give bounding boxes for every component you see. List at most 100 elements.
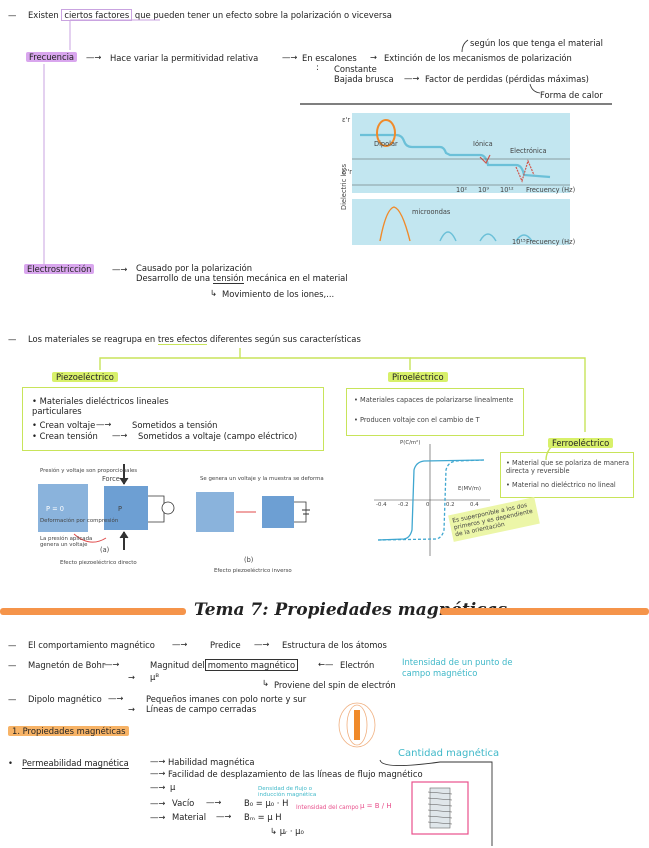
prop-header: 1. Propiedades magnéticas bbox=[8, 726, 130, 736]
text-movimiento: Movimiento de los iones,... bbox=[222, 289, 335, 299]
piezo-direct-caption: Efecto piezoeléctrico directo bbox=[60, 560, 137, 566]
line-efectos: Los materiales se reagrupa en tres efect… bbox=[28, 334, 361, 345]
arrow-escalones: —→ bbox=[282, 52, 298, 62]
connector-lines-3 bbox=[379, 759, 493, 846]
figure-hysteresis bbox=[374, 444, 490, 556]
arrow-factor: —→ bbox=[404, 73, 420, 83]
text-permitividad: Hace variar la permitividad relativa bbox=[110, 53, 259, 63]
fig1-label-freq-bottom: Frecuency (Hz) bbox=[526, 238, 576, 246]
text-desarrollo: Desarrollo de una bbox=[136, 273, 211, 283]
fig1-label-er-prime: ε'r bbox=[342, 116, 351, 124]
title-bar-right bbox=[440, 608, 649, 615]
piro-item-2: • Producen voltaje con el cambio de T bbox=[354, 416, 480, 424]
text-vacio: Vacío bbox=[172, 798, 195, 808]
line-desarrollo: Desarrollo de una tensión mecánica en el… bbox=[136, 273, 348, 284]
text-existen: Existen bbox=[28, 10, 59, 20]
electrostriccion-tag: Electrostricción bbox=[24, 264, 95, 274]
hyst-tick-4: 0.2 bbox=[446, 502, 455, 508]
hyst-tick-3: 0 bbox=[426, 502, 430, 508]
title-bar-left bbox=[0, 608, 186, 615]
arrow-predice: —→ bbox=[172, 639, 188, 649]
text-mecanica: mecánica en el material bbox=[246, 273, 348, 283]
connector-lines-2 bbox=[99, 348, 586, 460]
arrow-movimiento: ↳ bbox=[210, 288, 218, 298]
piezo-box bbox=[22, 387, 324, 451]
piro-item-1: • Materiales capaces de polarizarse line… bbox=[354, 396, 514, 404]
piezo-a-label: (a) bbox=[100, 546, 110, 554]
frecuencia-tag: Frecuencia bbox=[26, 52, 78, 62]
page-title: Tema 7: Propiedades magnéticas bbox=[194, 600, 508, 620]
piezo-mid-top-label: Se genera un voltaje y la muestra se def… bbox=[200, 476, 324, 482]
text-constante: Constante bbox=[334, 64, 377, 74]
figure-piezo-direct bbox=[38, 464, 175, 550]
figure-permittivity-frequency bbox=[352, 113, 570, 245]
text-reagrupa: Los materiales se reagrupa en bbox=[28, 334, 156, 344]
piezo-inverse-caption: Efecto piezoeléctrico inverso bbox=[214, 568, 292, 574]
boxed-ciertos-factores: ciertos factores bbox=[61, 9, 133, 21]
underlined-tension: tensión bbox=[212, 273, 244, 284]
arrow-sometidos-tension: —→ bbox=[96, 419, 112, 429]
text-magnitud: Magnitud del bbox=[150, 660, 205, 670]
piezo-p-label: P bbox=[118, 505, 122, 513]
text-proviene: Proviene del spin de electrón bbox=[274, 680, 396, 690]
text-electron: Electrón bbox=[340, 660, 375, 670]
arrow-estructura: —→ bbox=[254, 639, 270, 649]
arrow-frecuencia: —→ bbox=[86, 52, 102, 62]
text-material: Material bbox=[172, 812, 207, 822]
bullet-perm: • bbox=[8, 758, 13, 768]
fig1-tick-4: 10¹⁵ bbox=[512, 238, 526, 246]
text-b0: B₀ = μ₀ · H bbox=[244, 798, 289, 808]
text-diferentes: diferentes según sus características bbox=[209, 334, 361, 344]
text-extincion: Extinción de los mecanismos de polarizac… bbox=[384, 53, 572, 63]
fig1-label-loss: Dielectric loss bbox=[340, 163, 348, 210]
text-permeabilidad: Permeabilidad magnética bbox=[22, 758, 129, 769]
piezo-presion-label: La presión aplicada genera un voltaje bbox=[40, 536, 93, 548]
fig1-tick-2: 10⁹ bbox=[478, 186, 490, 194]
text-intensidad: Intensidad de un punto de campo magnétic… bbox=[402, 657, 513, 678]
piezo-item-3: • Crean tensión bbox=[32, 431, 98, 441]
fig1-tick-1: 10² bbox=[456, 186, 468, 194]
piezo-p0-label: P = 0 bbox=[46, 505, 64, 513]
fig1-label-er-second: ε''r bbox=[342, 168, 352, 176]
fig1-label-ionica: Iónica bbox=[473, 140, 493, 148]
dash-3: — bbox=[8, 640, 17, 650]
arrow-sometidos-voltaje: —→ bbox=[112, 430, 128, 440]
arrow-b0: —→ bbox=[206, 797, 222, 807]
hyst-tick-1: -0.4 bbox=[376, 502, 387, 508]
dash-1: — bbox=[8, 10, 17, 20]
ferro-item-2: • Material no dieléctrico no lineal bbox=[506, 481, 616, 489]
hyst-y-label: P(C/m²) bbox=[400, 440, 421, 446]
text-segun: según los que tenga el material bbox=[470, 38, 603, 48]
piezo-left-top-label: Presión y voltaje son proporcionales bbox=[40, 468, 138, 474]
arrow-bm: —→ bbox=[216, 811, 232, 821]
figure-solenoid bbox=[411, 781, 469, 835]
text-predice: Predice bbox=[210, 640, 241, 650]
piezo-item-1: • Materiales dieléctricos lineales parti… bbox=[32, 396, 169, 416]
text-escalones: En escalones bbox=[302, 53, 357, 63]
text-bm: Bₘ = μ H bbox=[244, 812, 282, 822]
text-causado: Causado por la polarización bbox=[136, 263, 253, 273]
text-sometidos-tension: Sometidos a tensión bbox=[132, 420, 218, 430]
hyst-x-label: E(MV/m) bbox=[458, 486, 482, 492]
arrow-vacio: —→ bbox=[150, 798, 166, 808]
figure-piezo-inverse bbox=[196, 492, 310, 532]
text-sometidos-voltaje: Sometidos a voltaje (campo eléctrico) bbox=[138, 431, 298, 441]
piro-box bbox=[346, 388, 524, 436]
figure-dipole bbox=[338, 702, 376, 748]
underlined-tres-efectos: tres efectos bbox=[157, 334, 208, 345]
piro-tag: Piroeléctrico bbox=[388, 372, 448, 382]
brace-bracket: : bbox=[316, 62, 319, 72]
arrow-electron: ←— bbox=[318, 659, 334, 669]
piezo-deform-label: Deformación por compresión bbox=[40, 518, 119, 524]
text-efecto: que pueden tener un efecto sobre la pola… bbox=[134, 10, 392, 20]
arrow-extincion: → bbox=[370, 52, 378, 62]
ferro-tag: Ferroeléctrico bbox=[548, 438, 614, 448]
text-magneton: Magnetón de Bohr bbox=[28, 660, 106, 670]
hyst-tick-5: 0.4 bbox=[470, 502, 479, 508]
fig1-label-freq-top: Frecuency (Hz) bbox=[526, 186, 576, 194]
text-dipolo: Dipolo magnético bbox=[28, 694, 102, 704]
text-lineas: Líneas de campo cerradas bbox=[146, 704, 257, 714]
arrow-facilidad: —→ bbox=[150, 768, 166, 778]
piezo-b-label: (b) bbox=[244, 556, 254, 564]
